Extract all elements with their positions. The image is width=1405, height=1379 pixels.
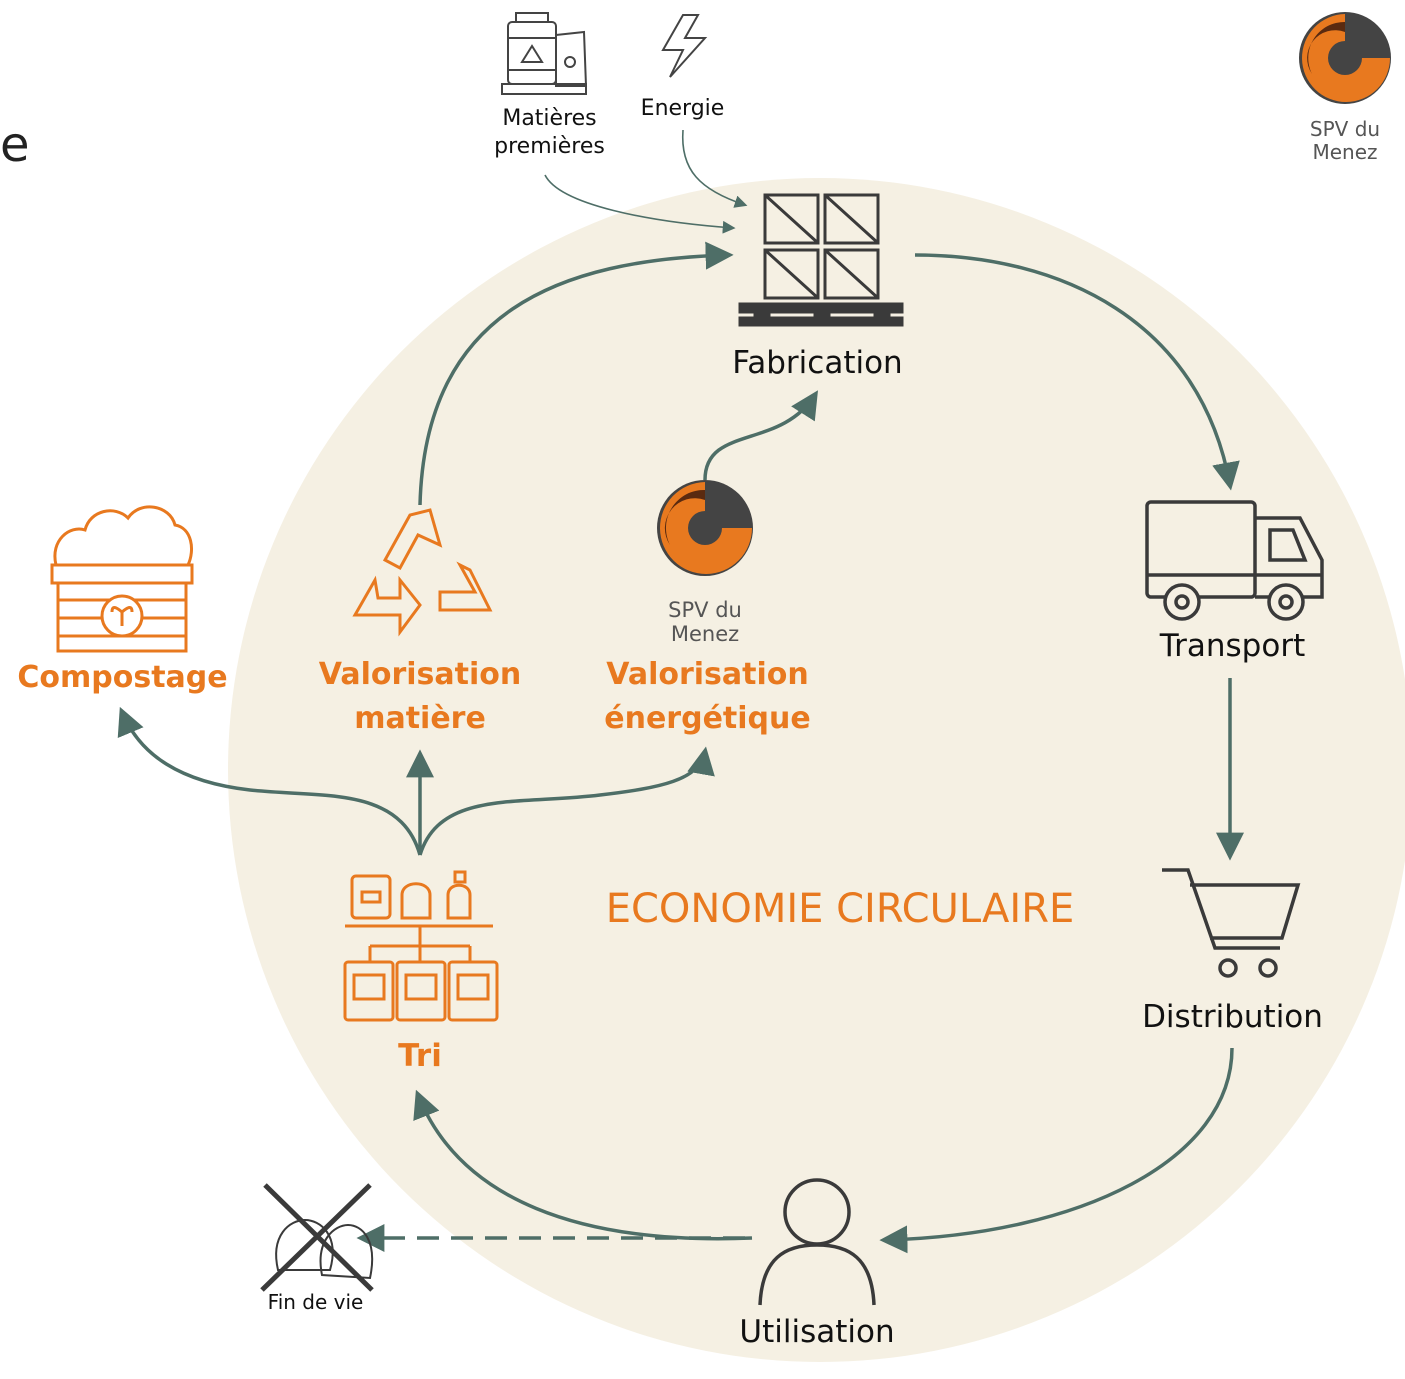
spv-logo-corner-text: SPV du Menez bbox=[1309, 117, 1381, 164]
truck-icon bbox=[1145, 500, 1324, 621]
arrow-distribution-to-utilisation bbox=[879, 1047, 1234, 1254]
distribution-label: Distribution bbox=[1142, 999, 1323, 1035]
transport-label: Transport bbox=[1159, 628, 1306, 664]
arrow-fabrication-to-transport bbox=[914, 253, 1240, 491]
material-recovery-label: Valorisation matière bbox=[318, 657, 522, 736]
spv-logo-corner bbox=[1299, 12, 1391, 104]
energy-label: Energie bbox=[640, 96, 725, 121]
spv-logo-center-text: SPV du Menez bbox=[668, 598, 742, 647]
flow-arrows bbox=[117, 129, 1244, 1254]
background-circle bbox=[228, 178, 1405, 1362]
shopping-cart-icon bbox=[1162, 868, 1301, 978]
arrow-tri-to-compostage bbox=[117, 706, 422, 856]
recycle-icon bbox=[352, 508, 493, 637]
compost-crate-icon bbox=[50, 505, 194, 653]
person-icon bbox=[758, 1178, 876, 1306]
fabrication-label: Fabrication bbox=[732, 345, 903, 381]
arrow-raw-materials-to-fabrication bbox=[544, 174, 736, 234]
composting-label: Compostage bbox=[17, 660, 228, 695]
utilisation-label: Utilisation bbox=[739, 1314, 895, 1350]
crossed-trash-bag-icon bbox=[260, 1183, 374, 1292]
center-title: ECONOMIE CIRCULAIRE bbox=[605, 886, 1075, 932]
energy-recovery-label: Valorisation énergétique bbox=[604, 657, 811, 736]
arrow-energy-to-fabrication bbox=[681, 129, 748, 208]
raw-materials-icon bbox=[501, 12, 588, 95]
arrow-valorisation-matiere-to-fabrication bbox=[418, 241, 734, 506]
arrow-tri-to-valorisation-energetique bbox=[418, 746, 715, 856]
arrow-valorisation-energetique-to-fabrication bbox=[703, 390, 819, 481]
sorting-label: Tri bbox=[398, 1038, 442, 1074]
raw-materials-label: Matières premières bbox=[494, 106, 605, 159]
partial-title-letter: e bbox=[0, 117, 30, 173]
pallet-boxes-icon bbox=[738, 193, 904, 327]
sorting-bins-icon bbox=[343, 870, 499, 1022]
end-of-life-label: Fin de vie bbox=[267, 1290, 364, 1314]
spv-logo-center bbox=[657, 480, 753, 576]
lightning-icon bbox=[661, 14, 708, 78]
arrow-utilisation-to-tri bbox=[413, 1089, 753, 1241]
